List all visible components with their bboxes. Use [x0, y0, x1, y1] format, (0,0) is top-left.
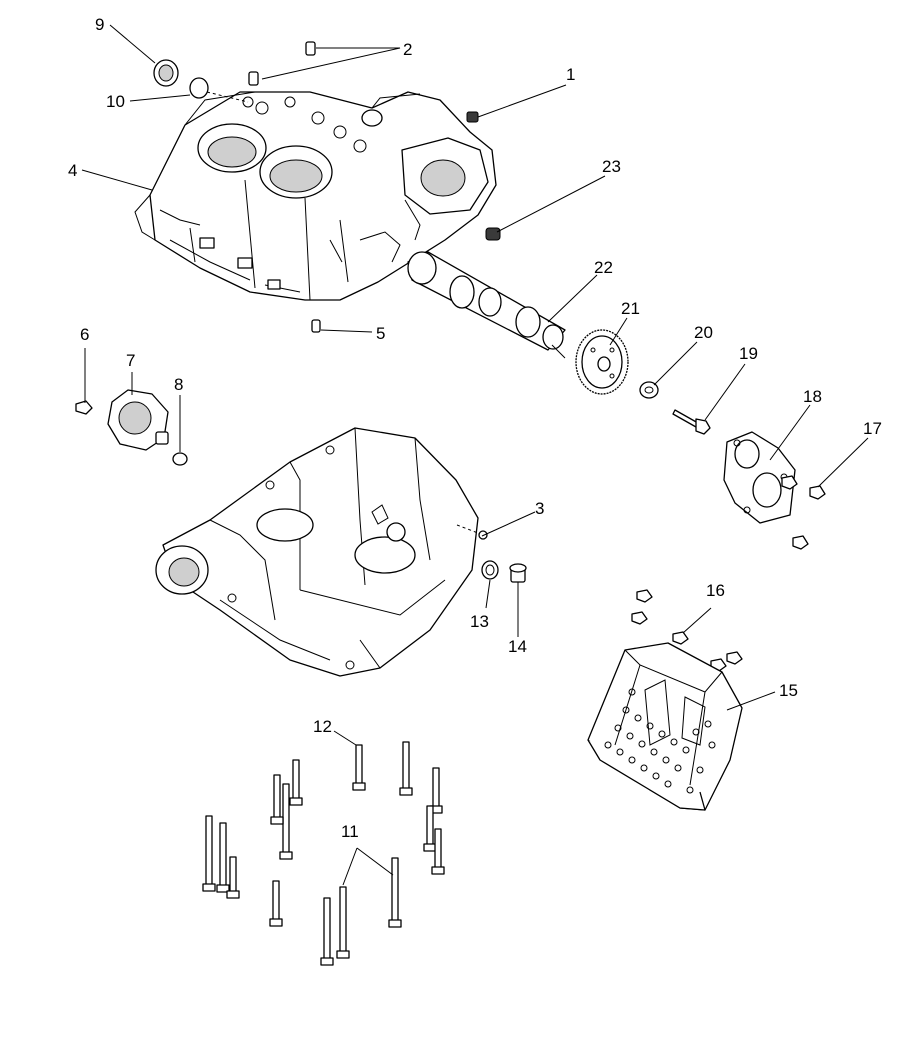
callout-5: 5: [376, 324, 385, 343]
callout-14: 14: [508, 637, 527, 656]
fitting[interactable]: [485, 227, 501, 241]
callout-1: 1: [566, 65, 575, 84]
screws[interactable]: [781, 475, 826, 550]
callout-18: 18: [803, 387, 822, 406]
callout-10: 10: [106, 92, 125, 111]
callout-12: 12: [313, 717, 332, 736]
callout-15: 15: [779, 681, 798, 700]
callout-17: 17: [863, 419, 882, 438]
callout-7: 7: [126, 351, 135, 370]
callout-21: 21: [621, 299, 640, 318]
bolt[interactable]: [75, 400, 93, 415]
leader-lines: [81, 24, 869, 886]
gear-bolt[interactable]: [672, 409, 711, 435]
plug[interactable]: [466, 111, 479, 123]
cam-gear[interactable]: [575, 329, 629, 395]
screen-bolts[interactable]: [631, 589, 743, 672]
callout-9: 9: [95, 15, 104, 34]
oil-pump[interactable]: [107, 389, 169, 451]
callout-11: 11: [341, 822, 359, 841]
callouts: 1 2 3 4 5 6 7 8 9 10 11 12 13 14 15 16 1…: [68, 15, 882, 841]
callout-3: 3: [535, 499, 544, 518]
oil-seal[interactable]: [153, 59, 179, 87]
oil-screen[interactable]: [587, 642, 743, 811]
dowel-pins[interactable]: [248, 41, 316, 86]
callout-6: 6: [80, 325, 89, 344]
o-ring[interactable]: [172, 452, 188, 466]
callout-19: 19: [739, 344, 758, 363]
callout-22: 22: [594, 258, 613, 277]
crankcase-bolts-long[interactable]: [202, 741, 445, 966]
camshaft[interactable]: [407, 251, 566, 359]
callout-20: 20: [694, 323, 713, 342]
callout-4: 4: [68, 161, 77, 180]
callout-16: 16: [706, 581, 725, 600]
cover-plate[interactable]: [723, 431, 796, 524]
callout-13: 13: [470, 612, 489, 631]
lower-crankcase[interactable]: [155, 427, 479, 677]
washer[interactable]: [639, 381, 659, 399]
drain-washer[interactable]: [481, 560, 499, 580]
crankcase-bolt-short[interactable]: [352, 744, 366, 791]
dowel-pin[interactable]: [311, 319, 321, 333]
callout-8: 8: [174, 375, 183, 394]
snap-ring[interactable]: [189, 77, 209, 99]
upper-crankcase[interactable]: [134, 91, 497, 301]
callout-2: 2: [403, 40, 412, 59]
callout-23: 23: [602, 157, 621, 176]
drain-plug[interactable]: [509, 563, 527, 583]
